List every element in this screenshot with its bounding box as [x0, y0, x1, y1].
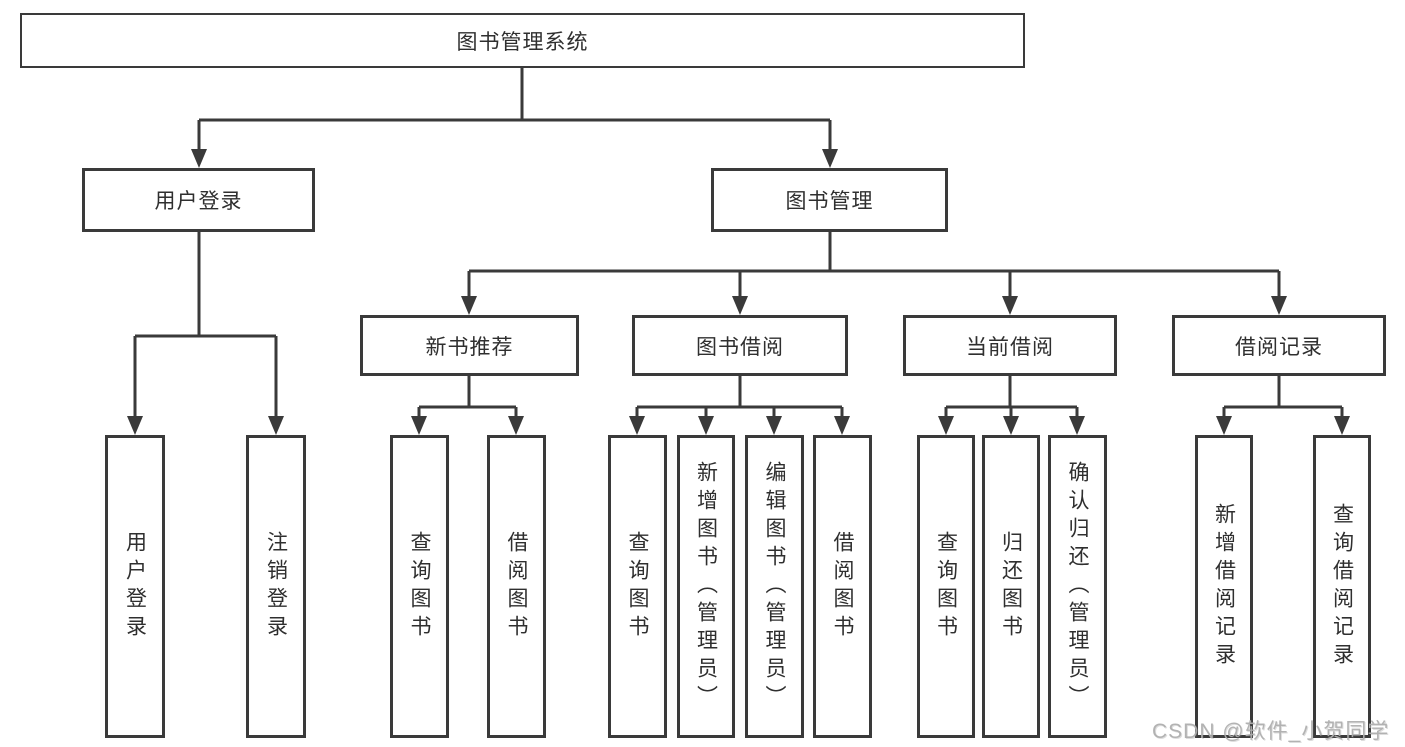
leaf-borrow-books: 借阅图书 [813, 435, 872, 738]
node-label: 图书管理 [785, 190, 874, 213]
node-label: 新增图书（管理员） [694, 460, 718, 713]
connector-borrow-records [1222, 375, 1344, 419]
node-user-login: 用户登录 [82, 168, 315, 232]
node-label: 查询借阅记录 [1330, 502, 1354, 671]
node-label: 当前借阅 [966, 335, 1054, 359]
node-current-borrow: 当前借阅 [903, 315, 1117, 376]
connector-current-borrow [944, 375, 1079, 419]
csdn-watermark: CSDN @软件_小贺同学 [1152, 720, 1390, 743]
node-label: 借阅图书 [831, 530, 854, 643]
node-label: 新书推荐 [425, 335, 514, 359]
node-book-borrow: 图书借阅 [632, 315, 848, 376]
connector-book-borrow [635, 375, 844, 419]
leaf-query-books-borrow: 查询图书 [608, 435, 667, 738]
node-new-book-recommend: 新书推荐 [360, 315, 579, 376]
node-borrow-records: 借阅记录 [1172, 315, 1386, 376]
leaf-logout: 注销登录 [246, 435, 306, 738]
node-label: 查询图书 [934, 530, 958, 643]
node-label: 编辑图书（管理员） [763, 460, 786, 713]
connector-new-book-recommend [417, 375, 518, 419]
node-label: 借阅图书 [505, 530, 528, 643]
node-label: 查询图书 [626, 530, 649, 643]
leaf-edit-books-admin: 编辑图书（管理员） [745, 435, 804, 738]
connector-book-management [467, 231, 1281, 299]
connector-root [197, 67, 832, 153]
node-label: 查询图书 [408, 530, 431, 643]
node-label: 用户登录 [154, 190, 243, 213]
leaf-query-borrow-record: 查询借阅记录 [1313, 435, 1371, 738]
node-book-management: 图书管理 [711, 168, 948, 232]
leaf-query-books-recommend: 查询图书 [390, 435, 449, 738]
leaf-add-borrow-record: 新增借阅记录 [1195, 435, 1253, 738]
node-label: 注销登录 [264, 530, 288, 643]
node-label: 用户登录 [123, 530, 147, 643]
leaf-return-books: 归还图书 [982, 435, 1040, 738]
leaf-add-books-admin: 新增图书（管理员） [677, 435, 735, 738]
connector-user-login [133, 231, 278, 419]
leaf-query-books-current: 查询图书 [917, 435, 975, 738]
node-label: 图书管理系统 [456, 30, 589, 54]
node-label: 借阅记录 [1235, 335, 1323, 359]
node-label: 新增借阅记录 [1212, 502, 1236, 671]
leaf-user-login: 用户登录 [105, 435, 165, 738]
node-label: 图书借阅 [696, 335, 784, 359]
node-label: 归还图书 [999, 530, 1023, 643]
leaf-borrow-books-recommend: 借阅图书 [487, 435, 546, 738]
leaf-confirm-return-admin: 确认归还（管理员） [1048, 435, 1107, 738]
node-library-management-system: 图书管理系统 [20, 13, 1025, 68]
node-label: 确认归还（管理员） [1066, 460, 1089, 713]
